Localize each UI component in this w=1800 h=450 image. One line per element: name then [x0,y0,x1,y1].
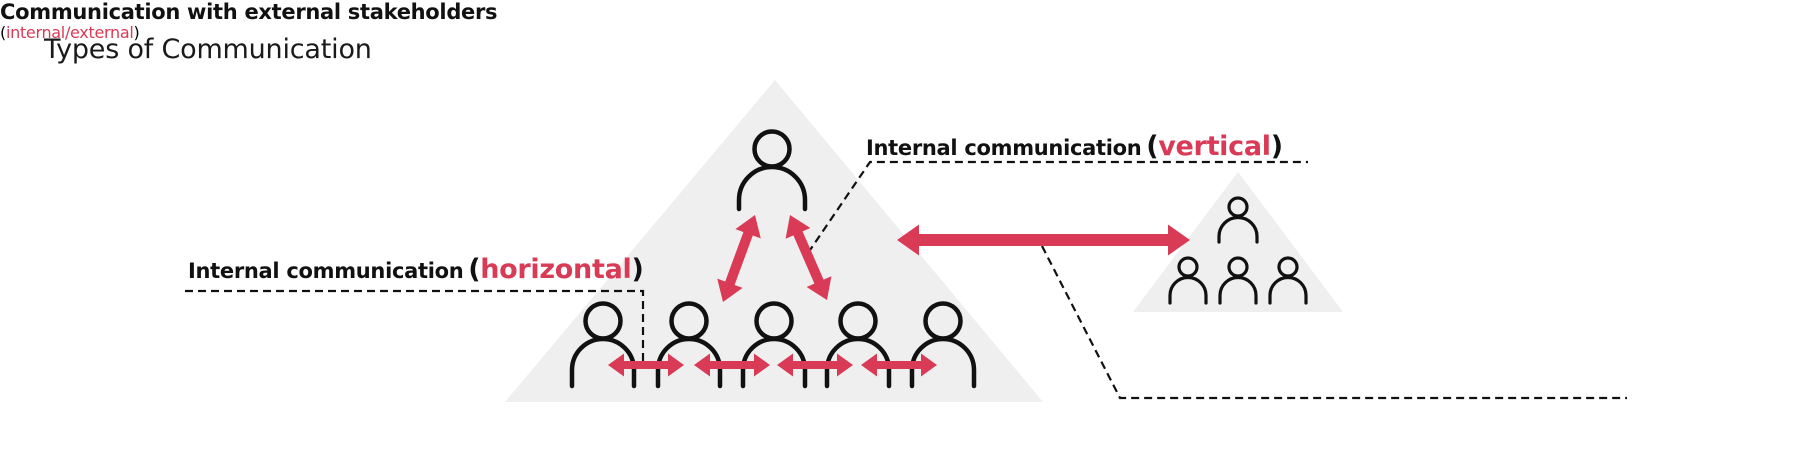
vertical-arrow-right [785,215,832,300]
person-body [740,336,808,389]
arrow-head [861,353,877,377]
person-body [1218,275,1258,305]
vertical-arrow-left [717,215,761,302]
label-vertical-accent: vertical [1158,131,1271,162]
staff-person-icon [655,301,723,389]
person-body [1268,275,1308,305]
staff-person-icon [824,301,892,389]
label-horizontal-accent: horizontal [480,254,632,285]
person-body [736,164,808,212]
external-person-icon [1268,256,1308,305]
label-external-accent: internal/external [5,23,134,43]
arrow-head [921,353,937,377]
label-external-stakeholders: Communication with external stakeholders… [0,0,1800,42]
arrow-shaft [723,227,755,290]
label-vertical-text: Internal communication [866,136,1142,160]
horizontal-arrow-4 [861,353,937,377]
external-lead-person-icon [1217,196,1259,244]
horizontal-arrow-3 [777,353,853,377]
horizontal-arrow-2 [694,353,770,377]
person-body [909,336,977,389]
staff-person-icon [909,301,977,389]
label-vertical-open-paren: ( [1146,131,1159,162]
arrow-head [608,353,624,377]
arrow-head [777,353,793,377]
label-horizontal-open-paren: ( [468,254,481,285]
label-internal-communication-vertical: Internal communication (vertical) [866,131,1283,162]
external-person-icon [1168,256,1208,305]
label-external-open-paren: ( [0,23,6,43]
staff-person-icon [569,301,637,389]
external-label-connector [1041,245,1627,400]
manager-person-icon [736,129,808,212]
arrow-head [837,353,853,377]
page-title: Types of Communication [44,34,372,65]
label-external-text: Communication with external stakeholders [0,0,498,24]
person-body [655,336,723,389]
arrow-head [668,353,684,377]
person-body [824,336,892,389]
external-arrow [897,224,1190,256]
horizontal-label-connector [185,289,645,368]
large-org-triangle [505,80,1043,402]
label-horizontal-close-paren: ) [631,254,644,285]
arrow-head [897,224,919,256]
arrow-head [754,353,770,377]
external-person-icon [1218,256,1258,305]
arrow-head [694,353,710,377]
arrow-head [735,215,761,239]
label-horizontal-text: Internal communication [188,259,464,283]
arrow-head [785,215,811,239]
arrow-head [717,278,743,302]
person-body [569,336,637,389]
vertical-label-connector [807,160,1308,254]
arrow-shaft [791,226,826,289]
horizontal-arrow-1 [608,353,684,377]
label-external-close-paren: ) [133,23,140,43]
person-body [1217,215,1259,244]
staff-person-icon [740,301,808,389]
arrow-head [806,276,832,300]
arrow-head [1168,224,1190,256]
label-vertical-close-paren: ) [1270,131,1283,162]
person-body [1168,275,1208,305]
label-internal-communication-horizontal: Internal communication (horizontal) [188,254,644,285]
